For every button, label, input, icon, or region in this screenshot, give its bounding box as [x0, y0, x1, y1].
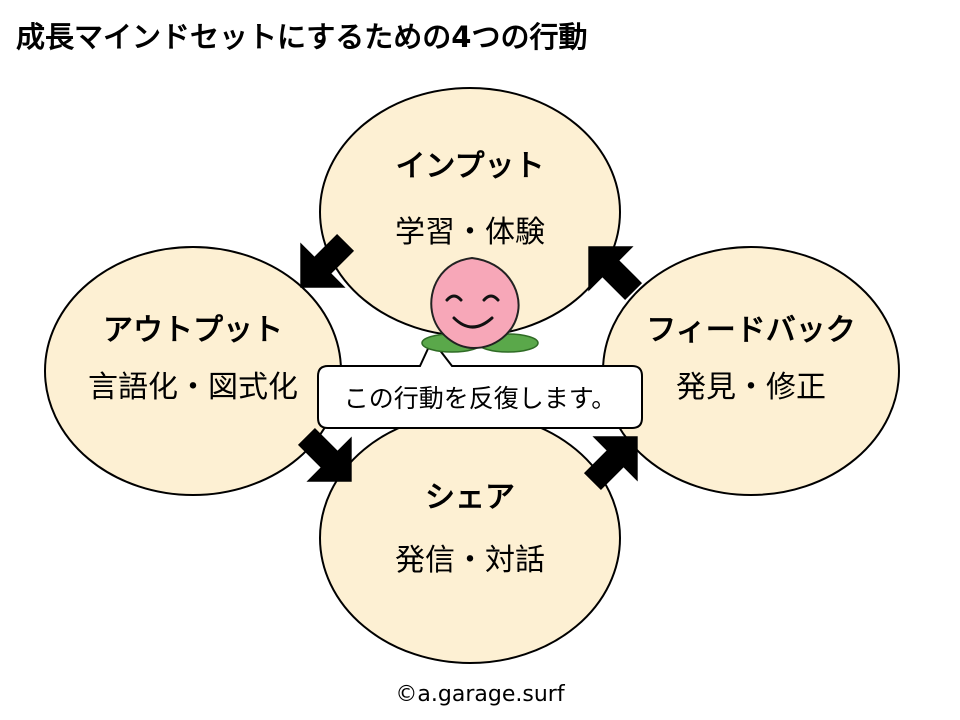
input-sub: 学習・体験	[395, 215, 545, 250]
page-title: 成長マインドセットにするための4つの行動	[16, 20, 588, 54]
feedback-heading: フィードバック	[646, 313, 855, 348]
peach-mascot-icon	[421, 256, 539, 353]
arrow-input-to-output	[300, 233, 355, 288]
share-sub: 発信・対話	[395, 543, 545, 578]
arrow-output-to-share	[297, 427, 352, 482]
callout-text: この行動を反復します。	[344, 384, 617, 413]
arrow-share-to-feedback	[583, 436, 638, 491]
copyright: ©a.garage.surf	[395, 682, 565, 707]
callout-bubble: この行動を反復します。	[317, 338, 643, 429]
output-heading: アウトプット	[103, 313, 283, 348]
arrow-feedback-to-input	[588, 246, 643, 301]
input-heading: インプット	[395, 149, 544, 184]
share-ellipse	[319, 412, 621, 664]
feedback-sub: 発見・修正	[676, 370, 826, 405]
output-sub: 言語化・図式化	[88, 370, 298, 405]
share-heading: シェア	[425, 480, 515, 515]
